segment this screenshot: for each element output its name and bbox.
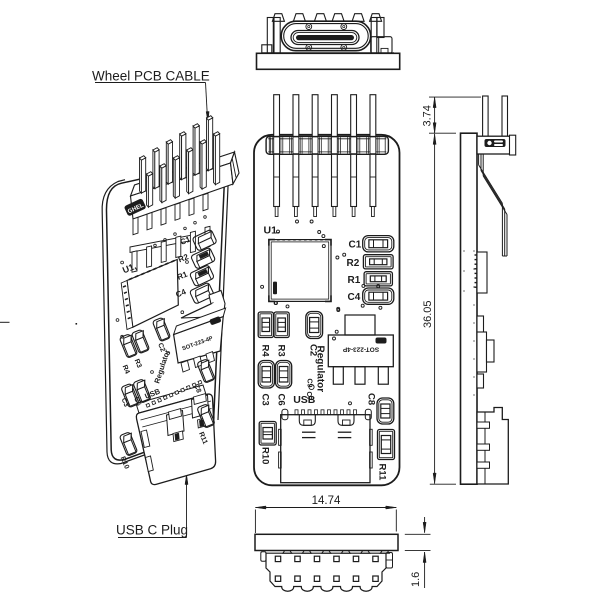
svg-text:R10: R10: [119, 456, 130, 471]
svg-text:C8: C8: [192, 383, 202, 394]
svg-text:C3: C3: [260, 394, 271, 406]
svg-text:Regulator: Regulator: [315, 346, 326, 393]
svg-text:C7: C7: [305, 392, 312, 401]
svg-text:USB: USB: [293, 394, 316, 406]
svg-text:C1: C1: [179, 234, 192, 246]
svg-text:R3: R3: [276, 345, 287, 357]
svg-text:C2: C2: [308, 344, 319, 356]
svg-text:R1: R1: [176, 269, 189, 281]
svg-text:3.74: 3.74: [422, 105, 434, 126]
svg-text:R2: R2: [177, 252, 190, 264]
svg-text:R4: R4: [121, 364, 131, 375]
svg-text:C9: C9: [306, 379, 313, 388]
svg-text:C2: C2: [156, 342, 166, 353]
svg-text:R4: R4: [260, 345, 271, 358]
svg-text:R11: R11: [377, 464, 388, 482]
svg-text:SOT-223-4P: SOT-223-4P: [342, 346, 379, 353]
svg-text:USB C Plug: USB C Plug: [116, 523, 188, 538]
svg-text:R11: R11: [197, 431, 208, 445]
svg-text:U1.: U1.: [264, 225, 280, 237]
svg-text:C3: C3: [120, 397, 130, 408]
svg-text:R3: R3: [133, 358, 143, 369]
svg-text:C4: C4: [174, 287, 187, 299]
svg-text:U1,: U1,: [121, 261, 138, 276]
svg-text:C4: C4: [348, 292, 361, 303]
svg-text:R2: R2: [347, 258, 360, 269]
svg-text:C6: C6: [132, 396, 142, 407]
svg-text:R10: R10: [260, 447, 271, 464]
svg-text:C8: C8: [366, 393, 377, 405]
svg-text:C6: C6: [276, 394, 287, 406]
svg-text:C1: C1: [349, 240, 362, 251]
svg-text:Wheel PCB CABLE: Wheel PCB CABLE: [92, 69, 210, 84]
svg-text:14.74: 14.74: [312, 495, 341, 507]
svg-text:1.6: 1.6: [410, 572, 422, 587]
svg-text:36.05: 36.05: [422, 300, 434, 328]
svg-text:R1: R1: [348, 275, 361, 286]
